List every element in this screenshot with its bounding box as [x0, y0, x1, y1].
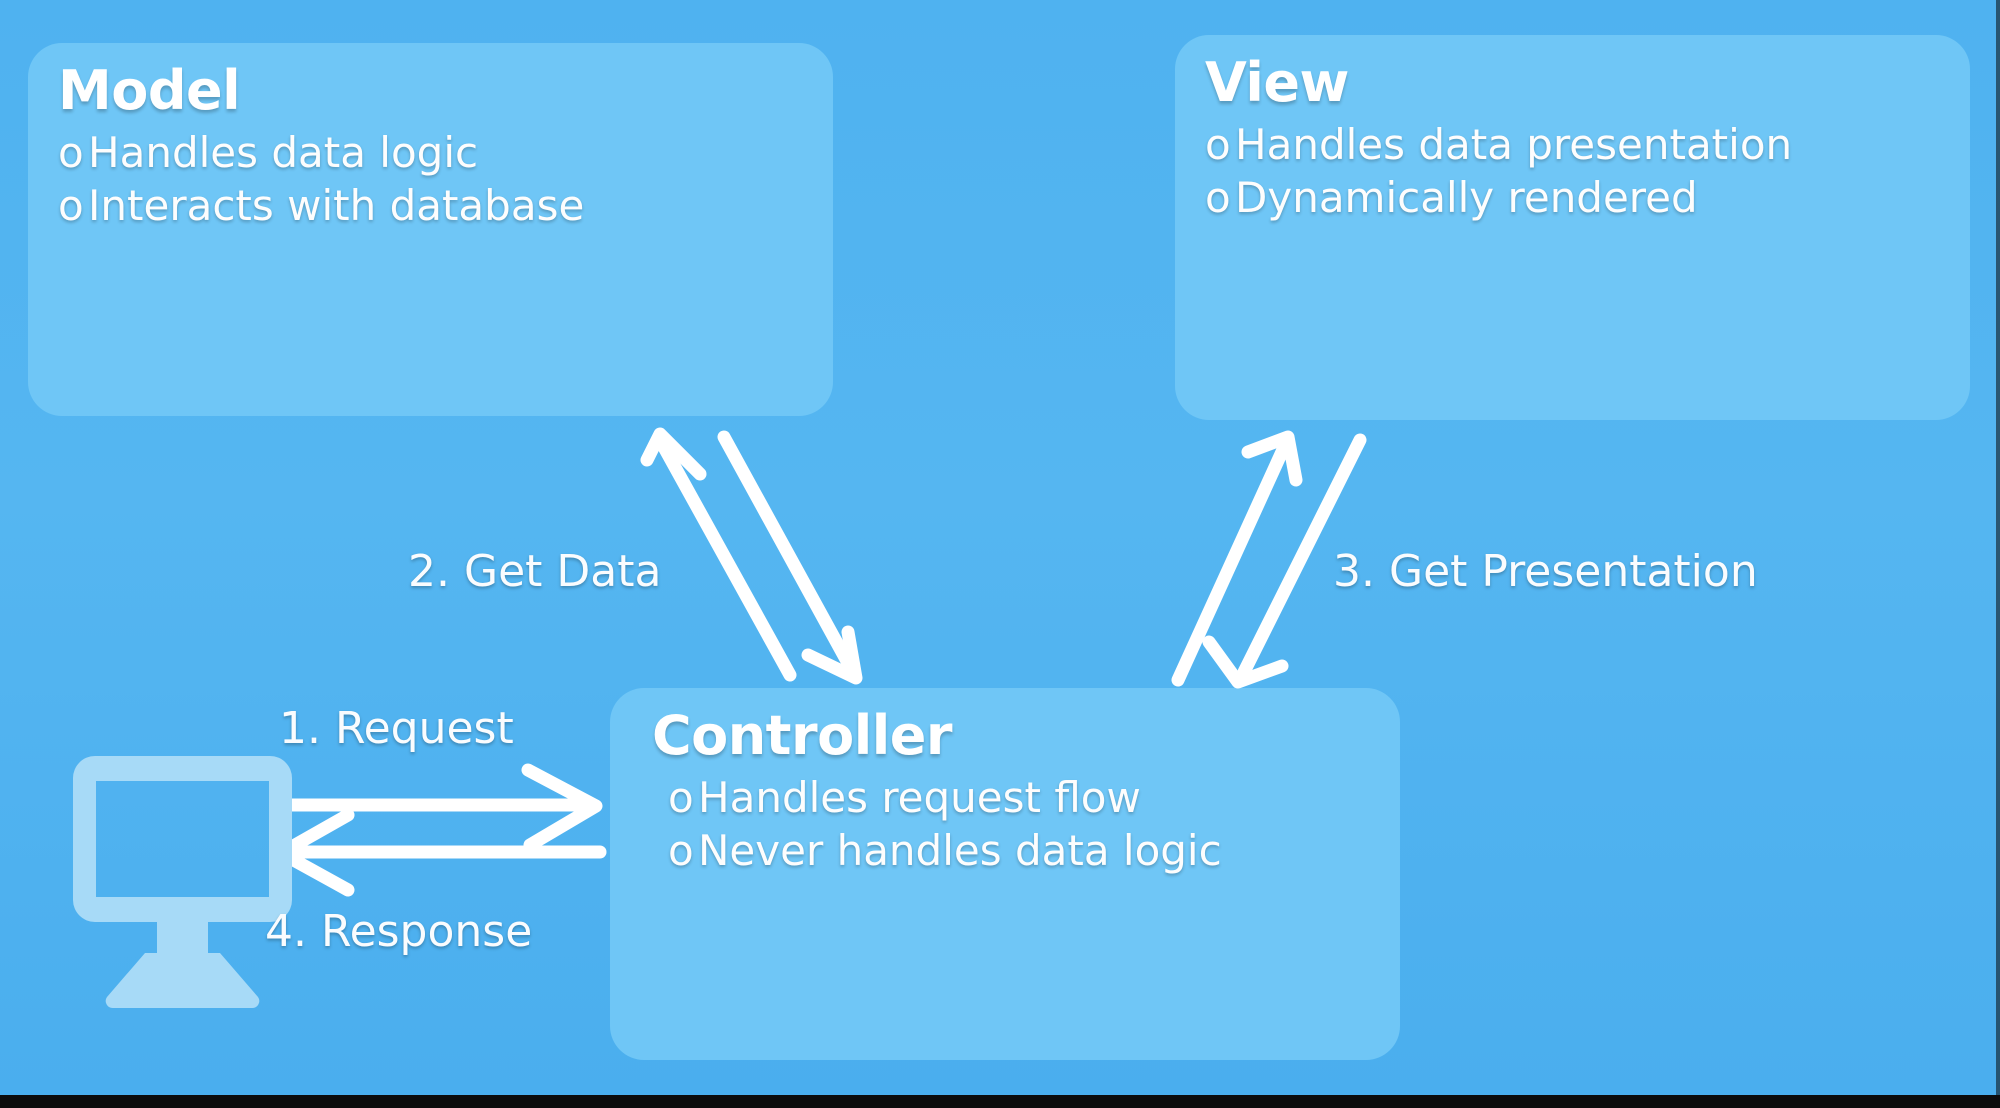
bullet-text: Handles data presentation	[1235, 120, 1793, 170]
flow-label-response: 4. Response	[265, 906, 533, 957]
card-model-title: Model	[58, 59, 241, 122]
arrow-view-to-controller	[1202, 433, 1367, 689]
arrow-model-to-controller	[717, 430, 863, 685]
bullet-text: Handles request flow	[698, 773, 1141, 823]
bullet-text: Dynamically rendered	[1235, 173, 1698, 223]
bullet-text: Interacts with database	[88, 181, 585, 231]
right-edge-band	[1996, 0, 2000, 1108]
arrow-controller-to-model	[640, 427, 797, 682]
bullet-marker: o	[1205, 173, 1231, 223]
arrow-request	[275, 763, 603, 852]
bullet-text: Handles data logic	[88, 128, 479, 178]
flow-label-request: 1. Request	[279, 703, 514, 754]
bullet-marker: o	[58, 128, 84, 178]
bullet-marker: o	[668, 773, 694, 823]
bullet-marker: o	[668, 826, 694, 876]
bullet-marker: o	[58, 181, 84, 231]
flow-label-get-data: 2. Get Data	[408, 546, 662, 597]
bottom-edge-band	[0, 1095, 2000, 1108]
flow-label-get-presentation: 3. Get Presentation	[1333, 546, 1758, 597]
bullet-marker: o	[1205, 120, 1231, 170]
bullet-text: Never handles data logic	[698, 826, 1222, 876]
card-controller-title: Controller	[652, 704, 953, 767]
card-view-title: View	[1205, 51, 1349, 114]
arrow-controller-to-view	[1171, 430, 1303, 687]
monitor-icon	[73, 756, 292, 1009]
